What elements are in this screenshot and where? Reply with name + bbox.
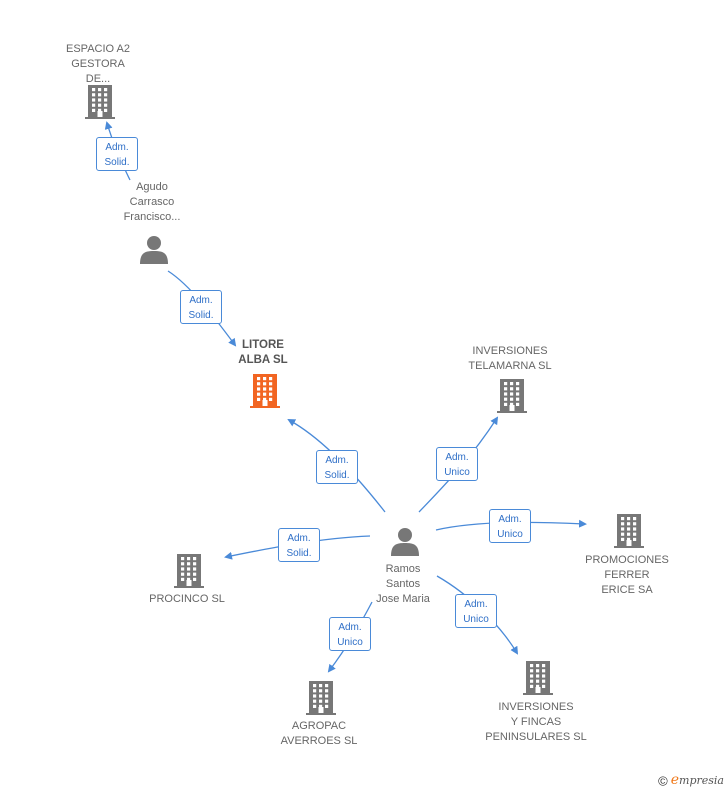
building-icon-agropac[interactable] — [306, 681, 336, 715]
building-icon-espacio[interactable] — [85, 85, 115, 119]
node-label-procinco[interactable]: PROCINCO SL — [149, 593, 225, 605]
building-icon-litore[interactable] — [250, 374, 280, 408]
node-label-promociones[interactable]: PROMOCIONES FERRER ERICE SA — [585, 554, 669, 596]
edge-label-ramos-to-telamarna[interactable]: Adm. Unico — [436, 447, 478, 481]
person-icon-agudo[interactable] — [140, 236, 168, 264]
edge-label-ramos-to-peninsulares[interactable]: Adm. Unico — [455, 594, 497, 628]
node-label-espacio[interactable]: ESPACIO A2 GESTORA DE... — [66, 43, 130, 85]
edge-label-ramos-to-agropac[interactable]: Adm. Unico — [329, 617, 371, 651]
nodes-layer — [85, 85, 644, 715]
building-icon-peninsulares[interactable] — [523, 661, 553, 695]
edge-label-agudo-to-espacio[interactable]: Adm. Solid. — [96, 137, 138, 171]
edge-label-ramos-to-promociones[interactable]: Adm. Unico — [489, 509, 531, 543]
building-icon-telamarna[interactable] — [497, 379, 527, 413]
building-icon-promociones[interactable] — [614, 514, 644, 548]
edge-label-agudo-to-litore[interactable]: Adm. Solid. — [180, 290, 222, 324]
edge-label-ramos-to-litore[interactable]: Adm. Solid. — [316, 450, 358, 484]
building-icon-procinco[interactable] — [174, 554, 204, 588]
node-label-litore[interactable]: LITORE ALBA SL — [238, 339, 288, 366]
footer-brand[interactable]: © empresia — [658, 772, 724, 789]
person-icon-ramos[interactable] — [391, 528, 419, 556]
node-label-telamarna[interactable]: INVERSIONES TELAMARNA SL — [468, 345, 552, 372]
node-label-peninsulares[interactable]: INVERSIONES Y FINCAS PENINSULARES SL — [485, 701, 587, 743]
node-label-agudo[interactable]: Agudo Carrasco Francisco... — [123, 181, 181, 223]
copyright-icon: © — [658, 774, 668, 789]
node-label-ramos[interactable]: Ramos Santos Jose Maria — [376, 563, 430, 605]
node-label-agropac[interactable]: AGROPAC AVERROES SL — [280, 720, 358, 747]
edge-label-ramos-to-procinco[interactable]: Adm. Solid. — [278, 528, 320, 562]
brand-logo: empresia — [670, 772, 724, 789]
